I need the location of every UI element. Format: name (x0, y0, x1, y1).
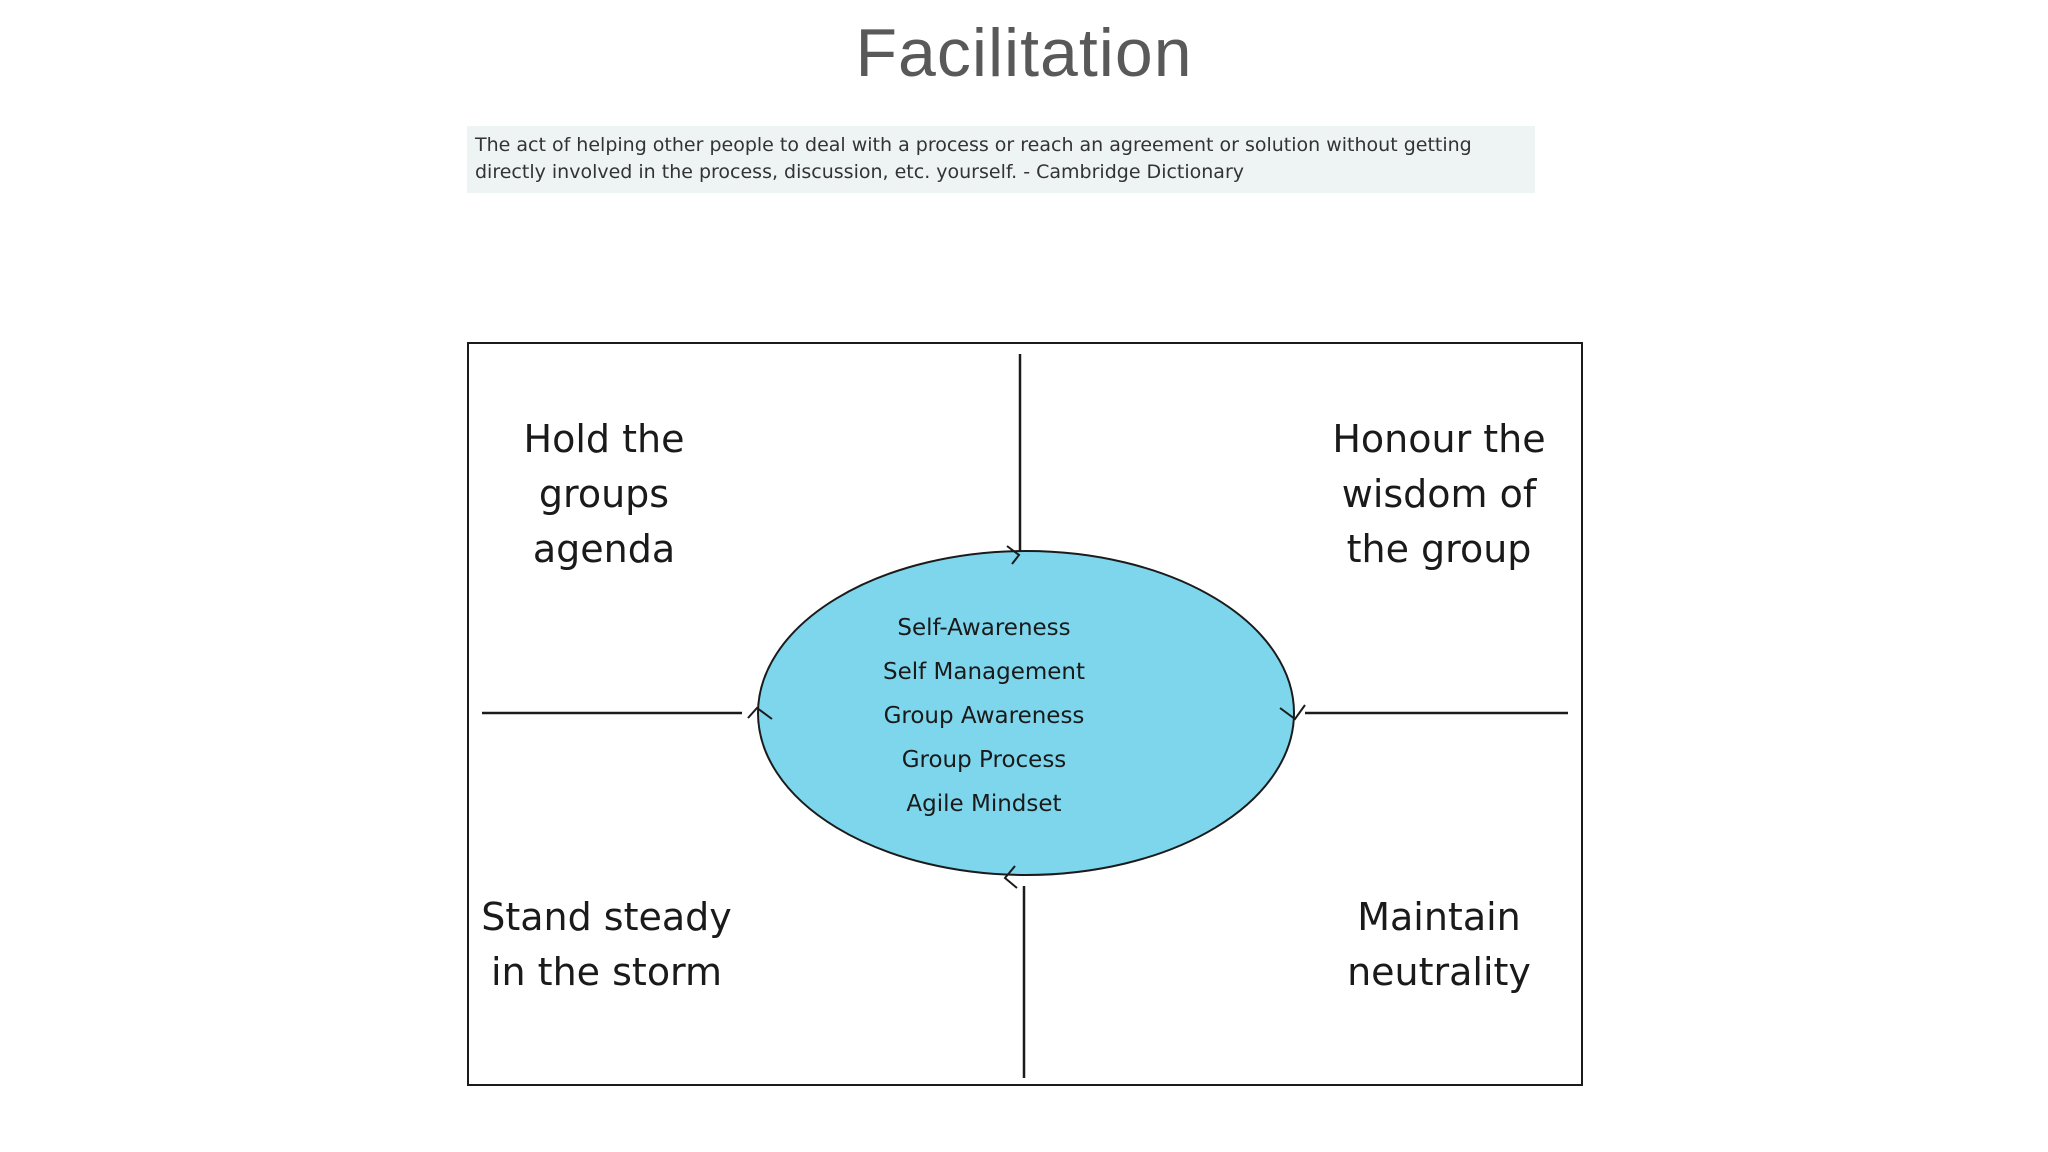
left-arrow-icon (747, 706, 773, 720)
diagram-lines (482, 354, 1568, 1078)
quadrant-top-right: Honour the wisdom of the group (1332, 417, 1546, 571)
right-arrow-icon (1279, 704, 1306, 721)
top-arrow-icon (1006, 545, 1021, 565)
center-item-group-process: Group Process (901, 747, 1067, 773)
slide-title: Facilitation (855, 15, 1193, 91)
definition-box: The act of helping other people to deal … (467, 126, 1535, 193)
quadrant-bottom-left: Stand steady in the storm (481, 895, 732, 994)
center-ellipse (757, 550, 1295, 876)
bottom-arrow-icon (1003, 865, 1018, 889)
quadrant-bottom-right: Maintain neutrality (1347, 895, 1531, 994)
center-item-agile-mindset: Agile Mindset (906, 791, 1062, 817)
center-item-group-awareness: Group Awareness (883, 703, 1085, 729)
facilitation-diagram: Hold the groups agenda Honour the wisdom… (467, 342, 1583, 1086)
center-skill-list: Self-Awareness Self Management Group Awa… (859, 606, 1109, 826)
quadrant-top-left: Hold the groups agenda (523, 417, 685, 571)
center-item-self-awareness: Self-Awareness (897, 615, 1071, 641)
center-item-self-management: Self Management (882, 659, 1086, 685)
